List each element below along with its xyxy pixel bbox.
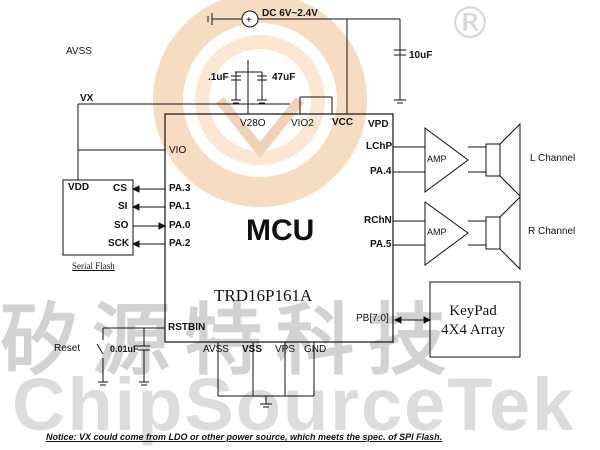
pin-vio2: VIO2 — [291, 118, 314, 129]
serial-flash-body — [62, 179, 134, 256]
left-amp-label: AMP — [427, 154, 447, 164]
flash-pin-si: SI — [118, 201, 128, 212]
avss-label: AVSS — [66, 46, 92, 57]
serial-flash-caption: Serial Flash — [72, 261, 115, 271]
pin-rstbin: RSTBIN — [168, 322, 206, 333]
pin-vss: VSS — [242, 344, 263, 355]
pin-vcc: VCC — [332, 117, 354, 128]
pin-vps: VPS — [275, 344, 296, 355]
keypad-line2: 4X4 Array — [441, 322, 505, 338]
notice-text: Notice: VX could come from LDO or other … — [46, 432, 443, 442]
keypad-line1: KeyPad — [449, 303, 497, 319]
pin-v28o: V28O — [240, 118, 266, 129]
watermark-chinese: 矽源特科技 — [0, 295, 461, 386]
keypad-label: KeyPad 4X4 Array — [432, 302, 514, 340]
pin-gnd: GND — [304, 344, 327, 355]
pin-pa3: PA.3 — [169, 183, 191, 194]
right-channel-label: R Channel — [528, 226, 576, 237]
pin-avss: AVSS — [203, 344, 229, 355]
cap-1uf-label: .1uF — [208, 72, 229, 83]
supply-voltage-label: DC 6V~2.4V — [262, 8, 318, 19]
pin-pa2: PA.2 — [169, 238, 191, 249]
pin-pa0: PA.0 — [169, 220, 191, 231]
pin-pa4: PA.4 — [370, 166, 392, 177]
svg-text:+: + — [246, 15, 252, 26]
right-amp-label: AMP — [427, 227, 447, 237]
pin-pa1: PA.1 — [169, 201, 191, 212]
mcu-part-number: TRD16P161A — [214, 286, 313, 305]
pin-pb70: PB[7:0] — [356, 313, 389, 324]
watermark-english: ChipSourceTek — [12, 363, 576, 446]
pin-vio: VIO — [169, 145, 187, 156]
flash-pin-so: SO — [114, 220, 129, 231]
pin-pa5: PA.5 — [370, 239, 392, 250]
cap-10uf-label: 10uF — [409, 50, 433, 61]
pin-vpd: VPD — [368, 119, 389, 130]
pin-rchn: RChN — [364, 215, 392, 226]
supply-source-icon — [241, 10, 259, 28]
mcu-title: MCU — [246, 214, 315, 247]
pin-lchp: LChP — [366, 141, 393, 152]
flash-vdd: VDD — [68, 182, 90, 193]
reset-cap-label: 0.01uF — [110, 344, 139, 354]
cap-47uf-label: 47uF — [272, 72, 296, 83]
watermark-logo — [153, 0, 367, 207]
reset-label: Reset — [54, 343, 81, 354]
flash-pin-cs: CS — [113, 183, 127, 194]
registered-mark: ® — [448, 0, 492, 49]
mcu-body — [164, 113, 394, 343]
vx-label: VX — [80, 93, 94, 104]
left-channel-label: L Channel — [530, 153, 576, 164]
flash-pin-sck: SCK — [108, 238, 130, 249]
